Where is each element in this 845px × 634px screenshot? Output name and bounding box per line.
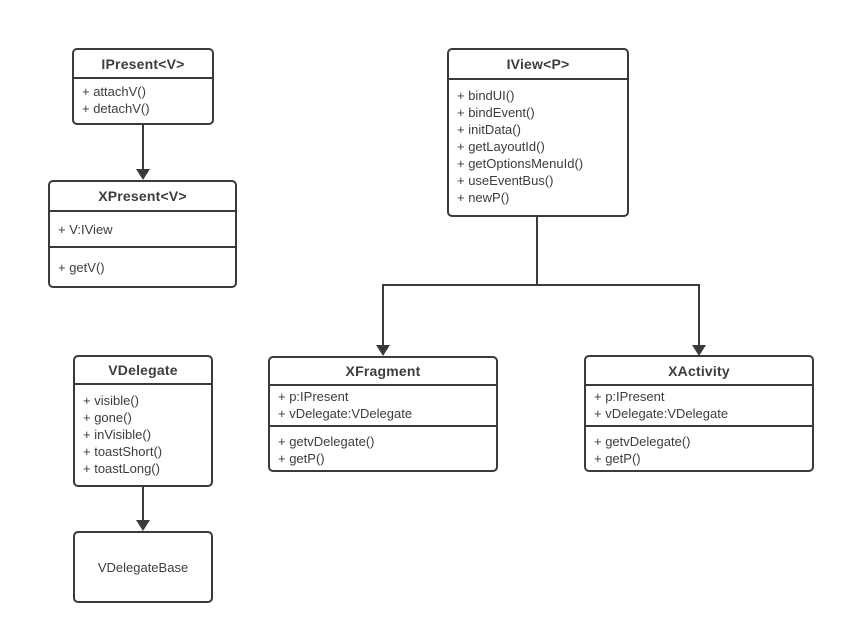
uml-member: + vDelegate:VDelegate (594, 406, 729, 421)
class-methods-xactivity: + getvDelegate() + getP() (586, 425, 812, 470)
class-title-vdelegate: VDelegate (75, 357, 211, 385)
uml-member: + detachV() (82, 101, 150, 116)
edge-ipresent-xpresent-line (142, 125, 144, 171)
uml-member: + getP() (278, 451, 325, 466)
uml-member: + visible() (83, 393, 139, 408)
uml-member: + bindUI() (457, 88, 515, 103)
uml-member: + vDelegate:VDelegate (278, 406, 413, 421)
class-methods-xfragment: + getvDelegate() + getP() (270, 425, 496, 470)
class-methods-xpresent: + getV() (50, 246, 235, 286)
class-fields-xfragment: + p:IPresent + vDelegate:VDelegate (270, 386, 496, 425)
class-title-xactivity: XActivity (586, 357, 812, 386)
class-title-vdelegatebase: VDelegateBase (97, 559, 189, 575)
edge-iview-branch-horizontal-line (382, 284, 700, 286)
class-title-xfragment: XFragment (270, 358, 496, 386)
uml-member: + getV() (58, 259, 105, 275)
arrowhead-ipresent-xpresent (136, 169, 150, 180)
uml-member: + toastShort() (83, 444, 163, 459)
uml-member: + useEventBus() (457, 173, 554, 188)
uml-member: + p:IPresent (278, 389, 349, 404)
uml-member: + toastLong() (83, 461, 160, 476)
edge-iview-xactivity-line (698, 284, 700, 346)
edge-vdelegate-vdelegatebase-line (142, 487, 144, 521)
edge-iview-stem-line (536, 217, 538, 286)
class-fields-xpresent: + V:IView (50, 212, 235, 246)
class-fields-xactivity: + p:IPresent + vDelegate:VDelegate (586, 386, 812, 425)
class-box-ipresent: IPresent<V> + attachV() + detachV() (72, 48, 214, 125)
uml-member: + gone() (83, 410, 132, 425)
class-box-vdelegatebase: VDelegateBase (73, 531, 213, 603)
uml-member: + getOptionsMenuId() (457, 156, 584, 171)
uml-member: + p:IPresent (594, 389, 665, 404)
edge-iview-xfragment-line (382, 284, 384, 346)
uml-member: + inVisible() (83, 427, 152, 442)
class-title-xpresent: XPresent<V> (50, 182, 235, 212)
class-methods-vdelegate: + visible() + gone() + inVisible() + toa… (75, 385, 211, 485)
uml-member: + getP() (594, 451, 641, 466)
class-box-vdelegate: VDelegate + visible() + gone() + inVisib… (73, 355, 213, 487)
class-title-ipresent: IPresent<V> (74, 50, 212, 79)
uml-member: + initData() (457, 122, 521, 137)
arrowhead-iview-xactivity (692, 345, 706, 356)
class-methods-iview: + bindUI() + bindEvent() + initData() + … (449, 80, 627, 215)
class-box-xactivity: XActivity + p:IPresent + vDelegate:VDele… (584, 355, 814, 472)
arrowhead-iview-xfragment (376, 345, 390, 356)
uml-member: + attachV() (82, 84, 146, 99)
uml-member: + getvDelegate() (594, 434, 691, 449)
arrowhead-vdelegate-vdelegatebase (136, 520, 150, 531)
class-box-xpresent: XPresent<V> + V:IView + getV() (48, 180, 237, 288)
uml-member: + bindEvent() (457, 105, 535, 120)
class-box-iview: IView<P> + bindUI() + bindEvent() + init… (447, 48, 629, 217)
class-title-iview: IView<P> (449, 50, 627, 80)
class-box-xfragment: XFragment + p:IPresent + vDelegate:VDele… (268, 356, 498, 472)
uml-member: + V:IView (58, 221, 113, 237)
class-methods-ipresent: + attachV() + detachV() (74, 79, 212, 123)
uml-member: + getLayoutId() (457, 139, 545, 154)
uml-member: + getvDelegate() (278, 434, 375, 449)
uml-member: + newP() (457, 190, 510, 205)
